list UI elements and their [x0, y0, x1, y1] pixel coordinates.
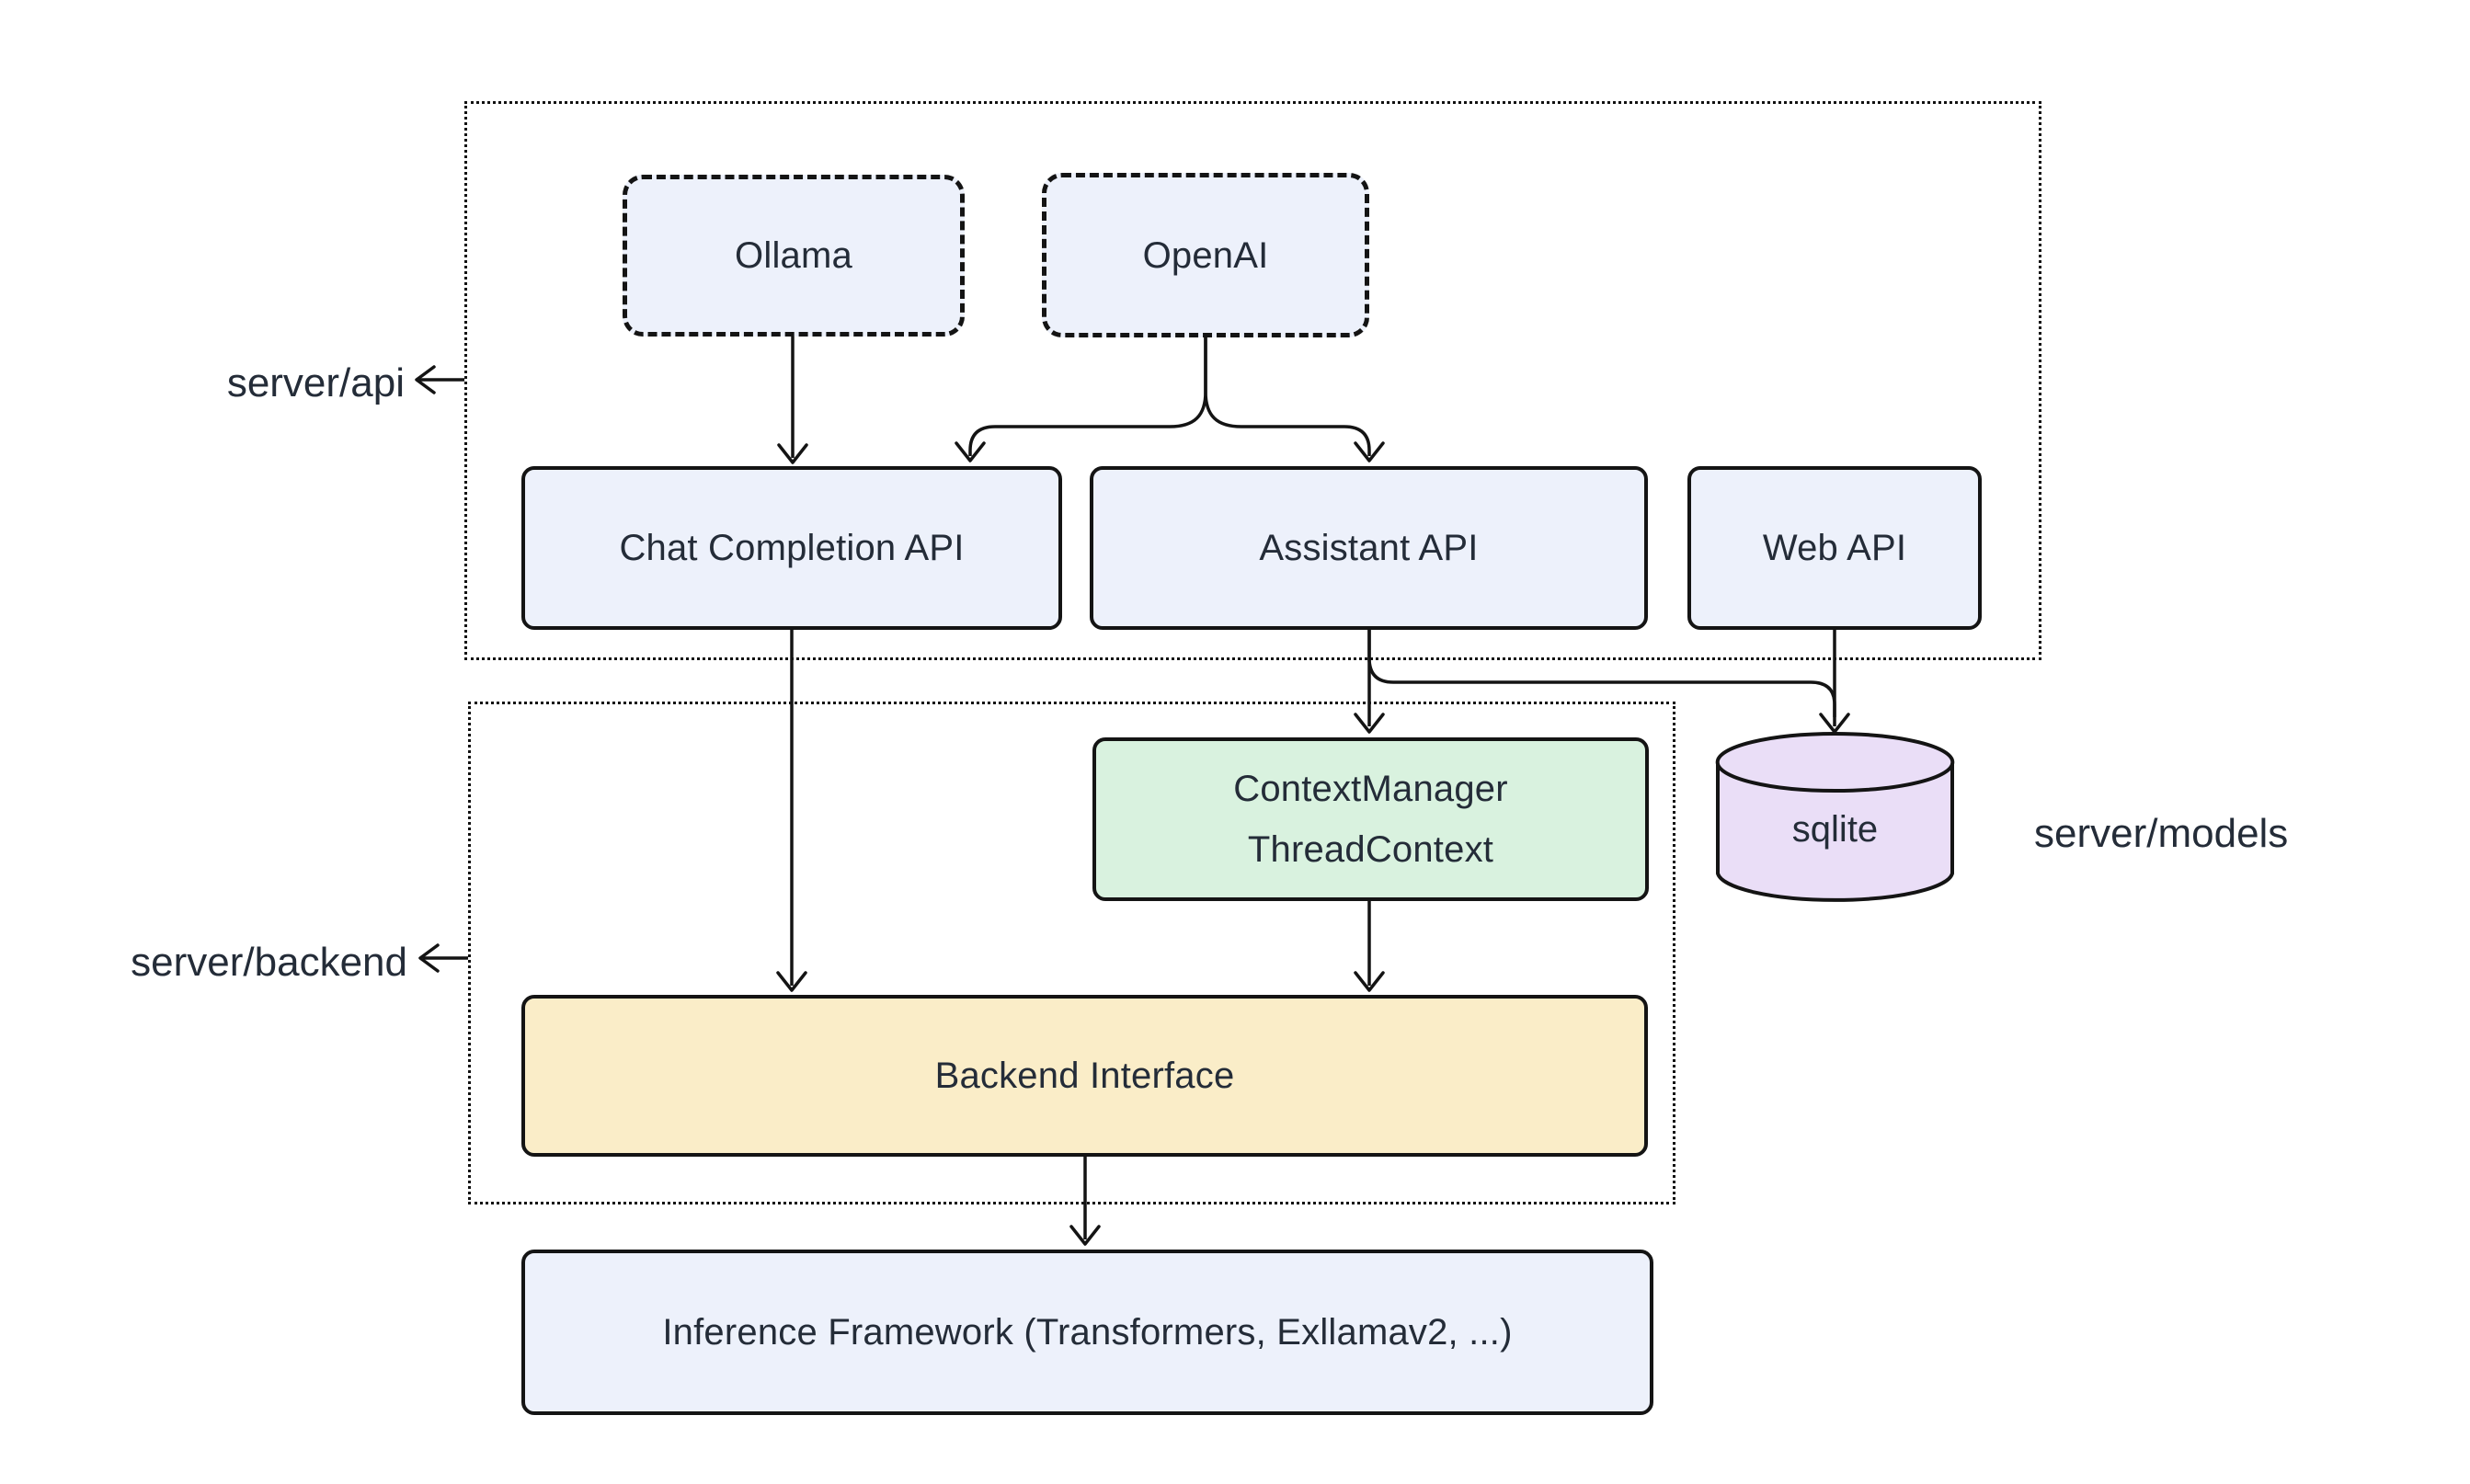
edge-assistant-sqlite	[1367, 630, 1836, 717]
node-assistant-api: Assistant API	[1090, 466, 1648, 630]
edge-backend-inference	[1069, 1157, 1101, 1246]
node-inference-framework: Inference Framework (Transformers, Exlla…	[521, 1250, 1653, 1415]
pointer-server-api	[415, 365, 464, 394]
node-openai: OpenAI	[1042, 173, 1369, 337]
pointer-server-backend	[418, 943, 468, 973]
edge-web-api-sqlite	[1819, 630, 1850, 734]
edge-context-manager-backend	[1354, 901, 1385, 992]
node-ollama: Ollama	[623, 175, 965, 337]
node-assistant-api-label: Assistant API	[1259, 528, 1479, 568]
node-sqlite-label: sqlite	[1791, 809, 1879, 850]
label-server-models: server/models	[2034, 811, 2289, 856]
group-server-api	[464, 101, 2041, 660]
node-context-manager-line2: ThreadContext	[1247, 829, 1494, 870]
edge-ollama-chat-completion	[777, 336, 808, 464]
node-inference-framework-label: Inference Framework (Transformers, Exlla…	[662, 1312, 1513, 1353]
label-server-api: server/api	[226, 360, 405, 405]
node-openai-label: OpenAI	[1142, 234, 1269, 276]
edge-openai-chat-completion	[955, 337, 1207, 462]
node-chat-completion-api: Chat Completion API	[521, 466, 1062, 630]
node-chat-completion-api-label: Chat Completion API	[619, 528, 965, 568]
label-server-backend: server/backend	[131, 940, 407, 985]
node-context-manager: ContextManager ThreadContext	[1092, 737, 1649, 901]
node-web-api-label: Web API	[1762, 528, 1907, 568]
node-backend-interface-label: Backend Interface	[934, 1056, 1235, 1096]
node-context-manager-line1: ContextManager	[1233, 769, 1508, 809]
group-server-backend	[468, 702, 1675, 1204]
sqlite-cylinder	[1715, 732, 1955, 902]
node-backend-interface: Backend Interface	[521, 995, 1648, 1157]
edge-openai-assistant	[1204, 337, 1385, 462]
node-web-api: Web API	[1687, 466, 1982, 630]
edge-chat-completion-backend	[776, 630, 807, 992]
node-ollama-label: Ollama	[735, 235, 852, 276]
